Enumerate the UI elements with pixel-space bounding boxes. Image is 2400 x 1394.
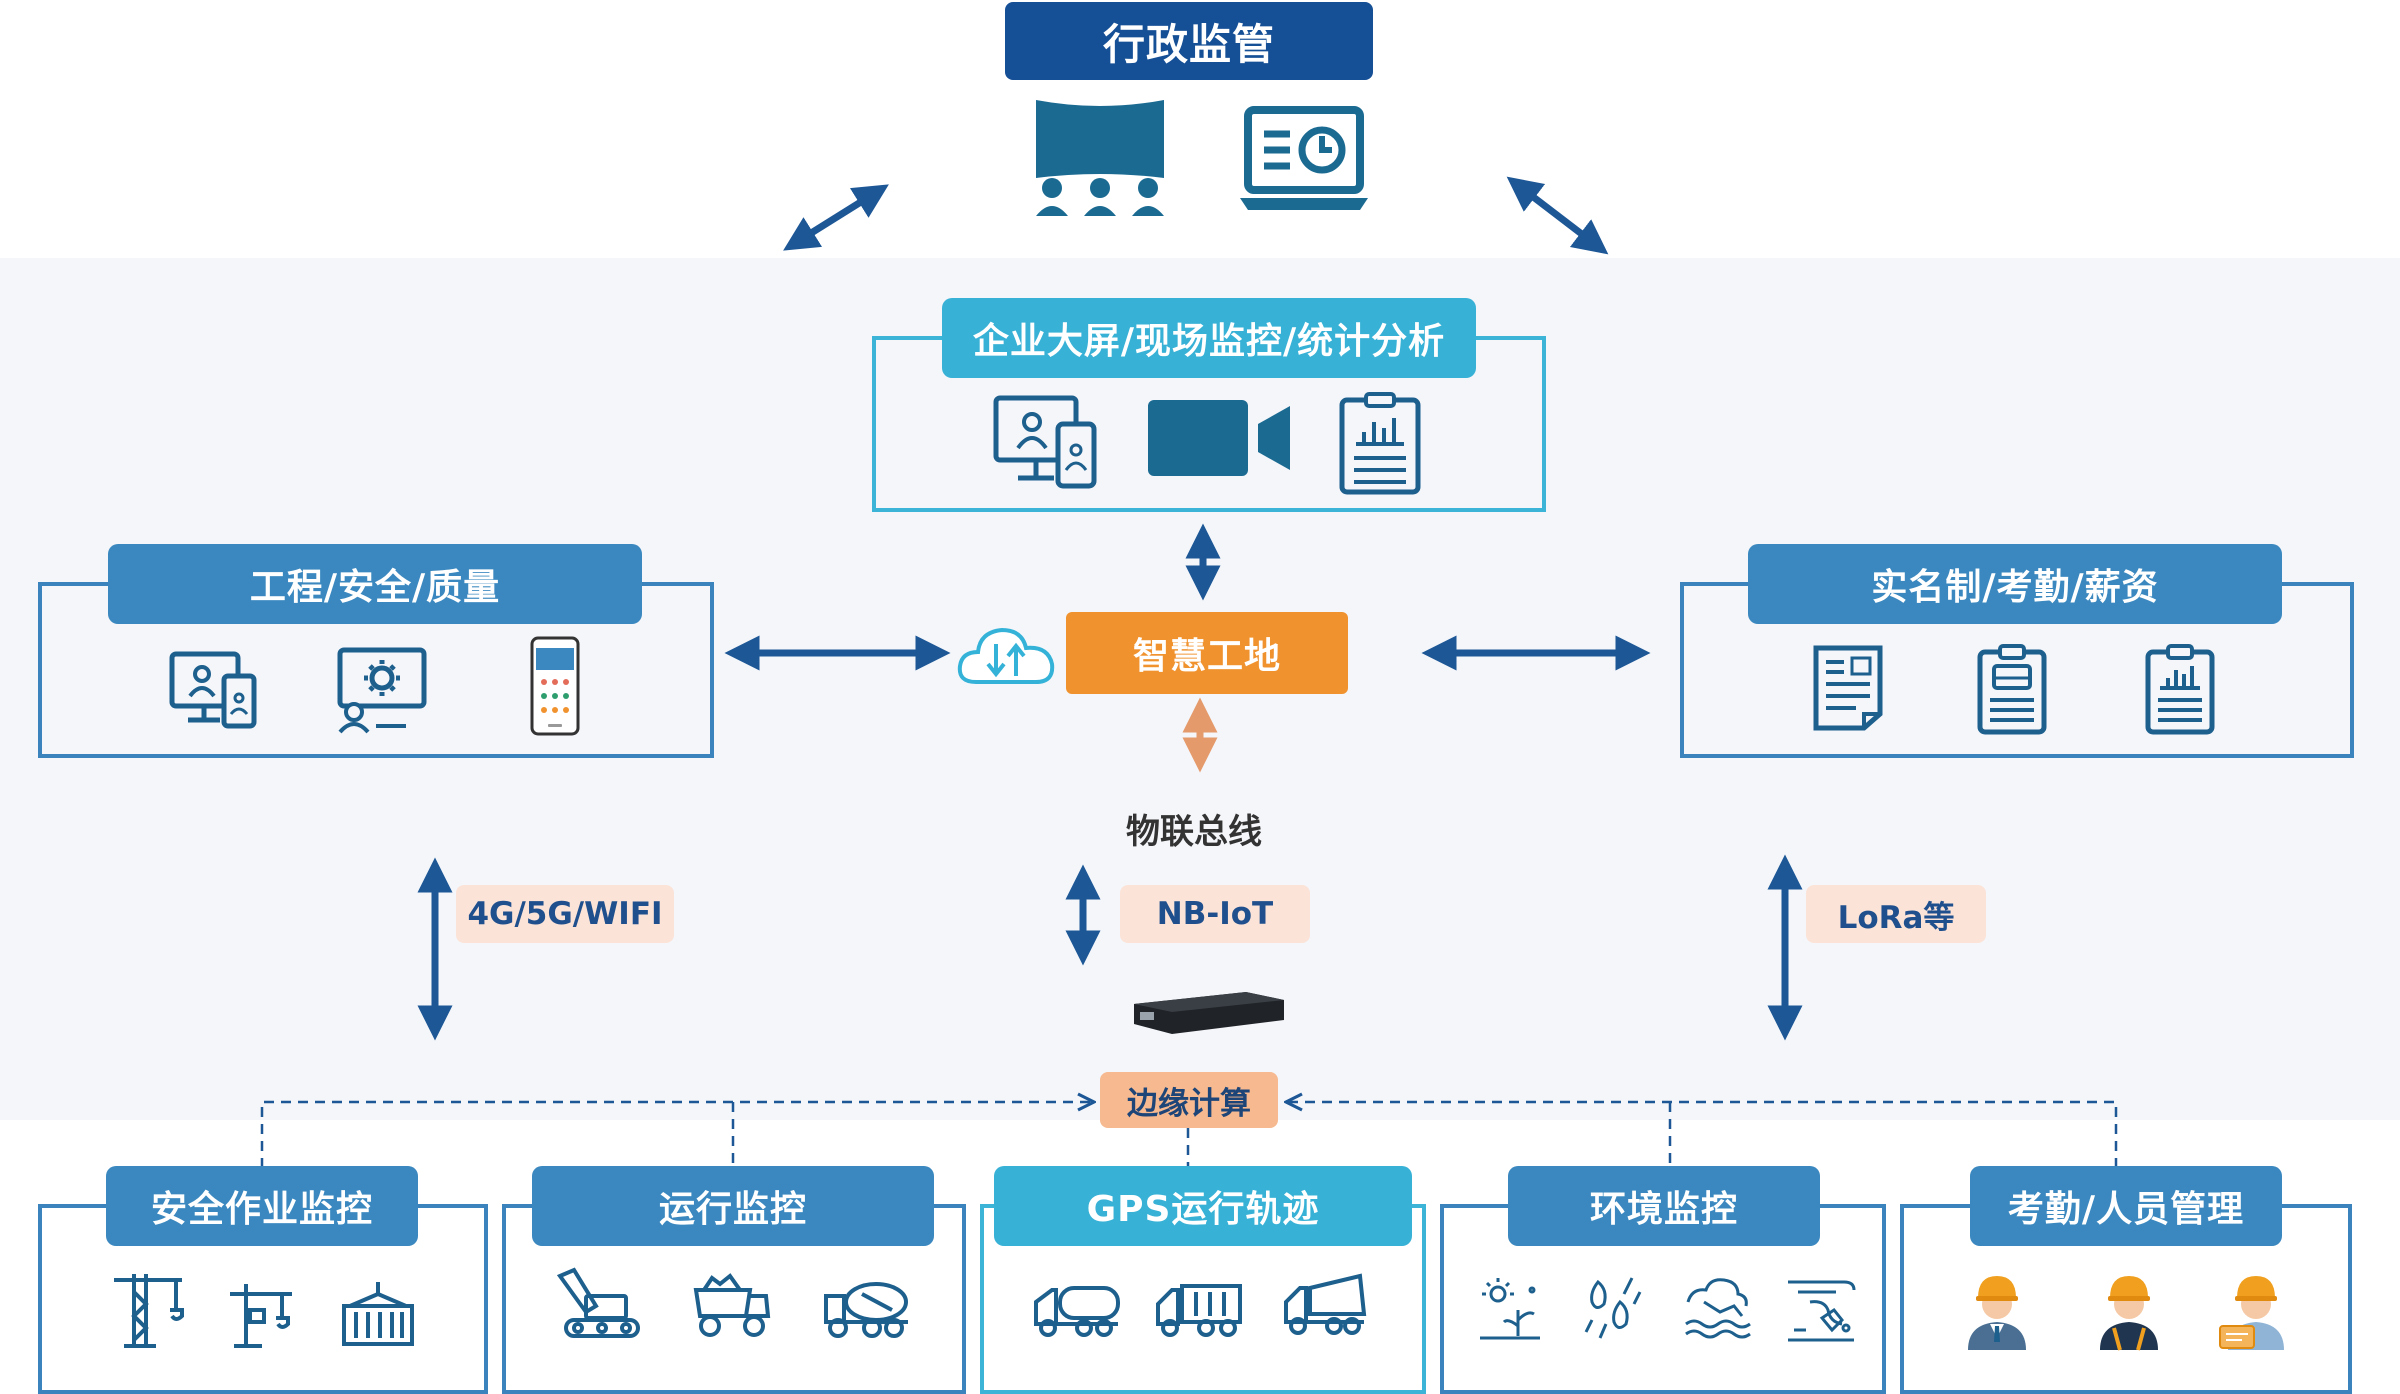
edge-label: 边缘计算 (1100, 1072, 1278, 1128)
presentation-screen-icon (1036, 100, 1164, 216)
flood-icon (1685, 1278, 1751, 1339)
clipboard-bars-icon (2145, 644, 2215, 735)
video-camera-icon (1148, 400, 1290, 476)
bus-label: 物联总线 (1126, 812, 1262, 852)
module-title-attendance: 考勤/人员管理 (1970, 1166, 2282, 1246)
hub-title: 智慧工地 (1066, 612, 1348, 694)
network-tag-center: NB-IoT (1120, 885, 1310, 943)
wind-icon (1788, 1280, 1856, 1342)
arrow-top-left (783, 184, 889, 251)
network-tag-left: 4G/5G/WIFI (456, 885, 674, 943)
smartphone-app-icon (530, 636, 580, 736)
rain-icon (1584, 1277, 1642, 1339)
tanker-truck-icon (1034, 1286, 1120, 1337)
monitor-report-icon (1240, 106, 1368, 210)
sun-plant-icon (1480, 1278, 1540, 1340)
clipboard-bus-icon (1977, 644, 2047, 735)
gear-monitor-icon (337, 647, 427, 734)
cloud-sync-icon (957, 627, 1055, 684)
desktop-user-icon (169, 651, 257, 729)
edge-dashed-links (260, 1102, 2118, 1168)
container-icon (342, 1282, 414, 1346)
arrow-top-right (1506, 176, 1609, 255)
tipper-truck-icon (1284, 1273, 1367, 1335)
clipboard-chart-icon (1339, 392, 1421, 495)
worker-vest-icon (2100, 1276, 2158, 1351)
edge-device-icon (1134, 992, 1284, 1034)
worker-badge-icon (2219, 1276, 2284, 1350)
module-title-operation: 运行监控 (532, 1166, 934, 1246)
right-panel-title: 实名制/考勤/薪资 (1748, 544, 2282, 624)
desktop-mobile-icon (993, 395, 1097, 489)
mixer-truck-icon (824, 1282, 908, 1338)
module-title-safety: 安全作业监控 (106, 1166, 418, 1246)
excavator-icon (556, 1267, 640, 1338)
enterprise-title: 企业大屏/现场监控/统计分析 (942, 298, 1476, 378)
tower-crane-icon (114, 1274, 184, 1348)
document-icon (1813, 645, 1883, 731)
dump-truck-icon (693, 1273, 771, 1337)
module-title-environment: 环境监控 (1508, 1166, 1820, 1246)
crane-hook-icon (230, 1284, 292, 1348)
network-tag-right: LoRa等 (1806, 885, 1986, 943)
module-title-gps: GPS运行轨迹 (994, 1166, 1412, 1246)
cargo-truck-icon (1156, 1284, 1242, 1337)
worker-tie-icon (1968, 1276, 2026, 1350)
top-title: 行政监管 (1005, 2, 1373, 80)
left-panel-title: 工程/安全/质量 (108, 544, 642, 624)
